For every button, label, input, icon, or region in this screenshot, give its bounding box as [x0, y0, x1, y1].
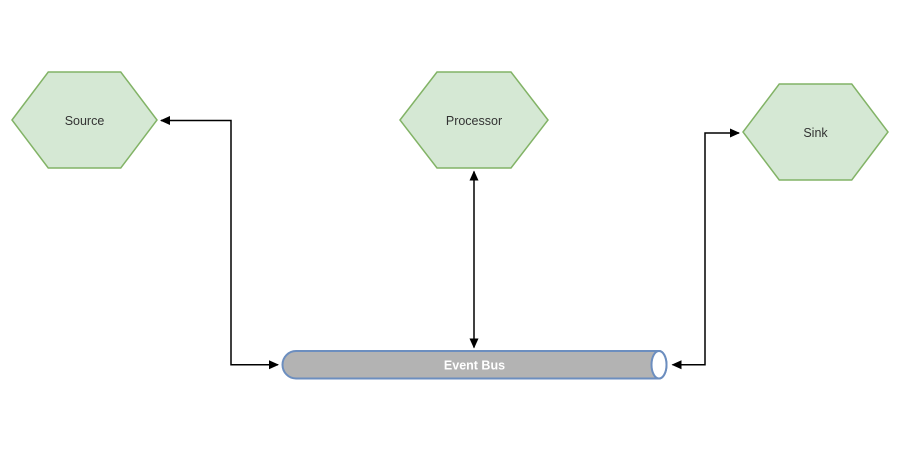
connector-bus-to-sink[interactable]: [671, 128, 740, 370]
sink-hexagon-shape[interactable]: [742, 83, 889, 181]
event-bus-label: Event Bus: [444, 359, 505, 373]
source-hexagon-shape[interactable]: [11, 71, 158, 169]
node-source[interactable]: Source: [11, 71, 158, 169]
node-sink[interactable]: Sink: [742, 83, 889, 181]
connector-bus-to-source[interactable]: [160, 116, 279, 370]
node-processor[interactable]: Processor: [399, 71, 549, 169]
processor-hexagon-shape[interactable]: [399, 71, 549, 169]
processor-label: Processor: [446, 114, 502, 128]
sink-label: Sink: [803, 126, 828, 140]
event-bus-pipe-opening[interactable]: [650, 350, 668, 380]
source-label: Source: [65, 114, 105, 128]
node-event-bus[interactable]: Event Bus: [281, 350, 668, 380]
